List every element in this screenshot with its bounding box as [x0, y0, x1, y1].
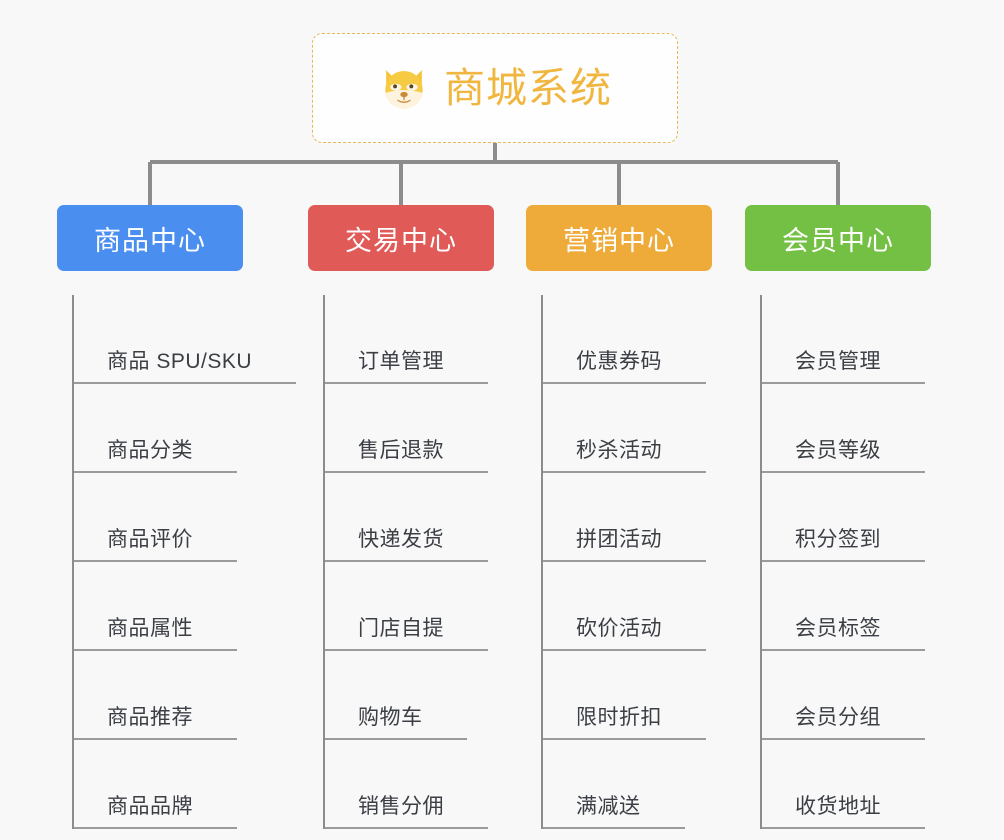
leaf-item[interactable]: 商品属性 — [74, 562, 243, 651]
leaf-list-2: 订单管理 售后退款 快递发货 门店自提 购物车 销售分佣 — [323, 295, 494, 829]
category-header-label: 商品中心 — [94, 225, 206, 256]
category-header-1[interactable]: 商品中心 — [57, 205, 243, 271]
leaf-label: 秒杀活动 — [576, 439, 662, 462]
leaf-label: 拼团活动 — [576, 528, 662, 551]
leaf-label: 会员分组 — [795, 706, 881, 729]
leaf-item[interactable]: 秒杀活动 — [543, 384, 712, 473]
leaf-item[interactable]: 商品推荐 — [74, 651, 243, 740]
category-header-label: 会员中心 — [782, 225, 894, 256]
category-column-2: 交易中心 订单管理 售后退款 快递发货 门店自提 购物车 销售分佣 — [308, 205, 494, 829]
category-header-label: 营销中心 — [563, 225, 675, 256]
leaf-label: 会员标签 — [795, 617, 881, 640]
leaf-label: 商品评价 — [107, 528, 193, 551]
category-header-4[interactable]: 会员中心 — [745, 205, 931, 271]
category-header-3[interactable]: 营销中心 — [526, 205, 712, 271]
leaf-item[interactable]: 快递发货 — [325, 473, 494, 562]
leaf-label: 满减送 — [576, 795, 641, 818]
category-column-1: 商品中心 商品 SPU/SKU 商品分类 商品评价 商品属性 商品推荐 商品品牌 — [57, 205, 297, 829]
leaf-item[interactable]: 积分签到 — [762, 473, 931, 562]
leaf-item[interactable]: 会员标签 — [762, 562, 931, 651]
leaf-label: 会员等级 — [795, 439, 881, 462]
leaf-item[interactable]: 商品评价 — [74, 473, 243, 562]
category-header-2[interactable]: 交易中心 — [308, 205, 494, 271]
leaf-label: 收货地址 — [795, 795, 881, 818]
category-header-label: 交易中心 — [345, 225, 457, 256]
category-column-3: 营销中心 优惠券码 秒杀活动 拼团活动 砍价活动 限时折扣 满减送 — [526, 205, 712, 829]
leaf-label: 订单管理 — [358, 350, 444, 373]
leaf-label: 会员管理 — [795, 350, 881, 373]
leaf-item[interactable]: 会员管理 — [762, 295, 931, 384]
leaf-item[interactable]: 销售分佣 — [325, 740, 494, 829]
leaf-item[interactable]: 限时折扣 — [543, 651, 712, 740]
leaf-label: 商品分类 — [107, 439, 193, 462]
dog-face-icon — [385, 70, 423, 109]
leaf-item[interactable]: 砍价活动 — [543, 562, 712, 651]
leaf-item[interactable]: 满减送 — [543, 740, 712, 829]
leaf-item[interactable]: 售后退款 — [325, 384, 494, 473]
leaf-list-3: 优惠券码 秒杀活动 拼团活动 砍价活动 限时折扣 满减送 — [541, 295, 712, 829]
leaf-item[interactable]: 商品品牌 — [74, 740, 243, 829]
leaf-list-4: 会员管理 会员等级 积分签到 会员标签 会员分组 收货地址 — [760, 295, 931, 829]
leaf-label: 销售分佣 — [358, 795, 444, 818]
leaf-label: 积分签到 — [795, 528, 881, 551]
root-node[interactable]: 商城系统 — [312, 33, 678, 143]
leaf-item[interactable]: 订单管理 — [325, 295, 494, 384]
root-title: 商城系统 — [444, 64, 612, 111]
leaf-label: 优惠券码 — [576, 350, 662, 373]
leaf-label: 售后退款 — [358, 439, 444, 462]
leaf-label: 商品 SPU/SKU — [107, 350, 253, 373]
leaf-label: 购物车 — [358, 706, 423, 729]
leaf-label: 限时折扣 — [576, 706, 662, 729]
leaf-item[interactable]: 门店自提 — [325, 562, 494, 651]
leaf-label: 商品推荐 — [107, 706, 193, 729]
leaf-label: 商品属性 — [107, 617, 193, 640]
leaf-item[interactable]: 收货地址 — [762, 740, 931, 829]
leaf-label: 快递发货 — [358, 528, 444, 551]
leaf-item[interactable]: 会员等级 — [762, 384, 931, 473]
category-column-4: 会员中心 会员管理 会员等级 积分签到 会员标签 会员分组 收货地址 — [745, 205, 931, 829]
leaf-item[interactable]: 会员分组 — [762, 651, 931, 740]
leaf-label: 商品品牌 — [107, 795, 193, 818]
leaf-label: 砍价活动 — [576, 617, 662, 640]
leaf-list-1: 商品 SPU/SKU 商品分类 商品评价 商品属性 商品推荐 商品品牌 — [72, 295, 297, 829]
leaf-item[interactable]: 拼团活动 — [543, 473, 712, 562]
leaf-item[interactable]: 商品 SPU/SKU — [74, 295, 297, 384]
leaf-item[interactable]: 优惠券码 — [543, 295, 712, 384]
leaf-label: 门店自提 — [358, 617, 444, 640]
leaf-item[interactable]: 购物车 — [325, 651, 494, 740]
leaf-item[interactable]: 商品分类 — [74, 384, 243, 473]
